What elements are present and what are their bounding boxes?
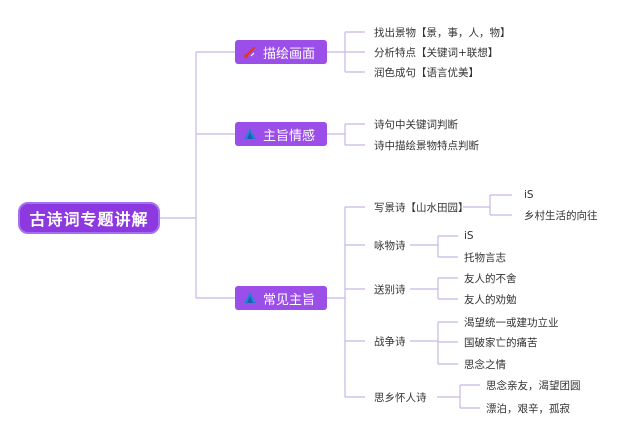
leaf-topic[interactable]: 诗句中关键词判断	[374, 118, 458, 131]
leaf-topic[interactable]: 友人的劝勉	[464, 293, 517, 306]
leaf-topic[interactable]: iS	[524, 189, 534, 201]
leaf-topic[interactable]: 托物言志	[464, 251, 506, 264]
leaf-topic[interactable]: 找出景物【景，事，人，物】	[374, 26, 511, 39]
leaf-topic[interactable]: 分析特点【关键词+联想】	[374, 46, 499, 59]
branch-label: 主旨情感	[263, 128, 316, 144]
branch-label: 常见主旨	[263, 292, 316, 308]
branch-label: 描绘画面	[263, 46, 316, 62]
sub-branch-farewell-poem[interactable]: 送别诗	[374, 283, 406, 296]
leaf-topic[interactable]: 思念亲友，渴望团圆	[486, 379, 581, 392]
blue-triangle-icon	[244, 292, 256, 303]
leaf-topic[interactable]: 友人的不舍	[464, 272, 517, 285]
leaf-topic[interactable]: 思念之情	[464, 358, 506, 371]
leaf-topic[interactable]: 乡村生活的向往	[524, 209, 598, 222]
paint-brush-icon	[244, 47, 255, 58]
branch-theme-emotion[interactable]: 主旨情感	[235, 122, 327, 146]
leaf-topic[interactable]: 润色成句【语言优美】	[374, 66, 479, 79]
leaf-topic[interactable]: 漂泊，艰辛，孤寂	[486, 402, 570, 415]
branch-depict-scene[interactable]: 描绘画面	[235, 40, 327, 64]
root-topic[interactable]: 古诗词专题讲解	[18, 202, 160, 234]
blue-triangle-icon	[244, 128, 256, 139]
root-topic-label: 古诗词专题讲解	[29, 210, 149, 229]
leaf-topic[interactable]: 国破家亡的痛苦	[464, 336, 538, 349]
leaf-topic[interactable]: 渴望统一或建功立业	[464, 316, 559, 329]
sub-branch-landscape-poem[interactable]: 写景诗【山水田园】	[374, 201, 469, 214]
branch-common-themes[interactable]: 常见主旨	[235, 286, 327, 310]
sub-branch-homesick-poem[interactable]: 思乡怀人诗	[374, 391, 427, 404]
leaf-topic[interactable]: iS	[464, 230, 474, 242]
sub-branch-war-poem[interactable]: 战争诗	[374, 335, 406, 348]
sub-branch-object-poem[interactable]: 咏物诗	[374, 239, 406, 252]
leaf-topic[interactable]: 诗中描绘景物特点判断	[374, 139, 479, 152]
